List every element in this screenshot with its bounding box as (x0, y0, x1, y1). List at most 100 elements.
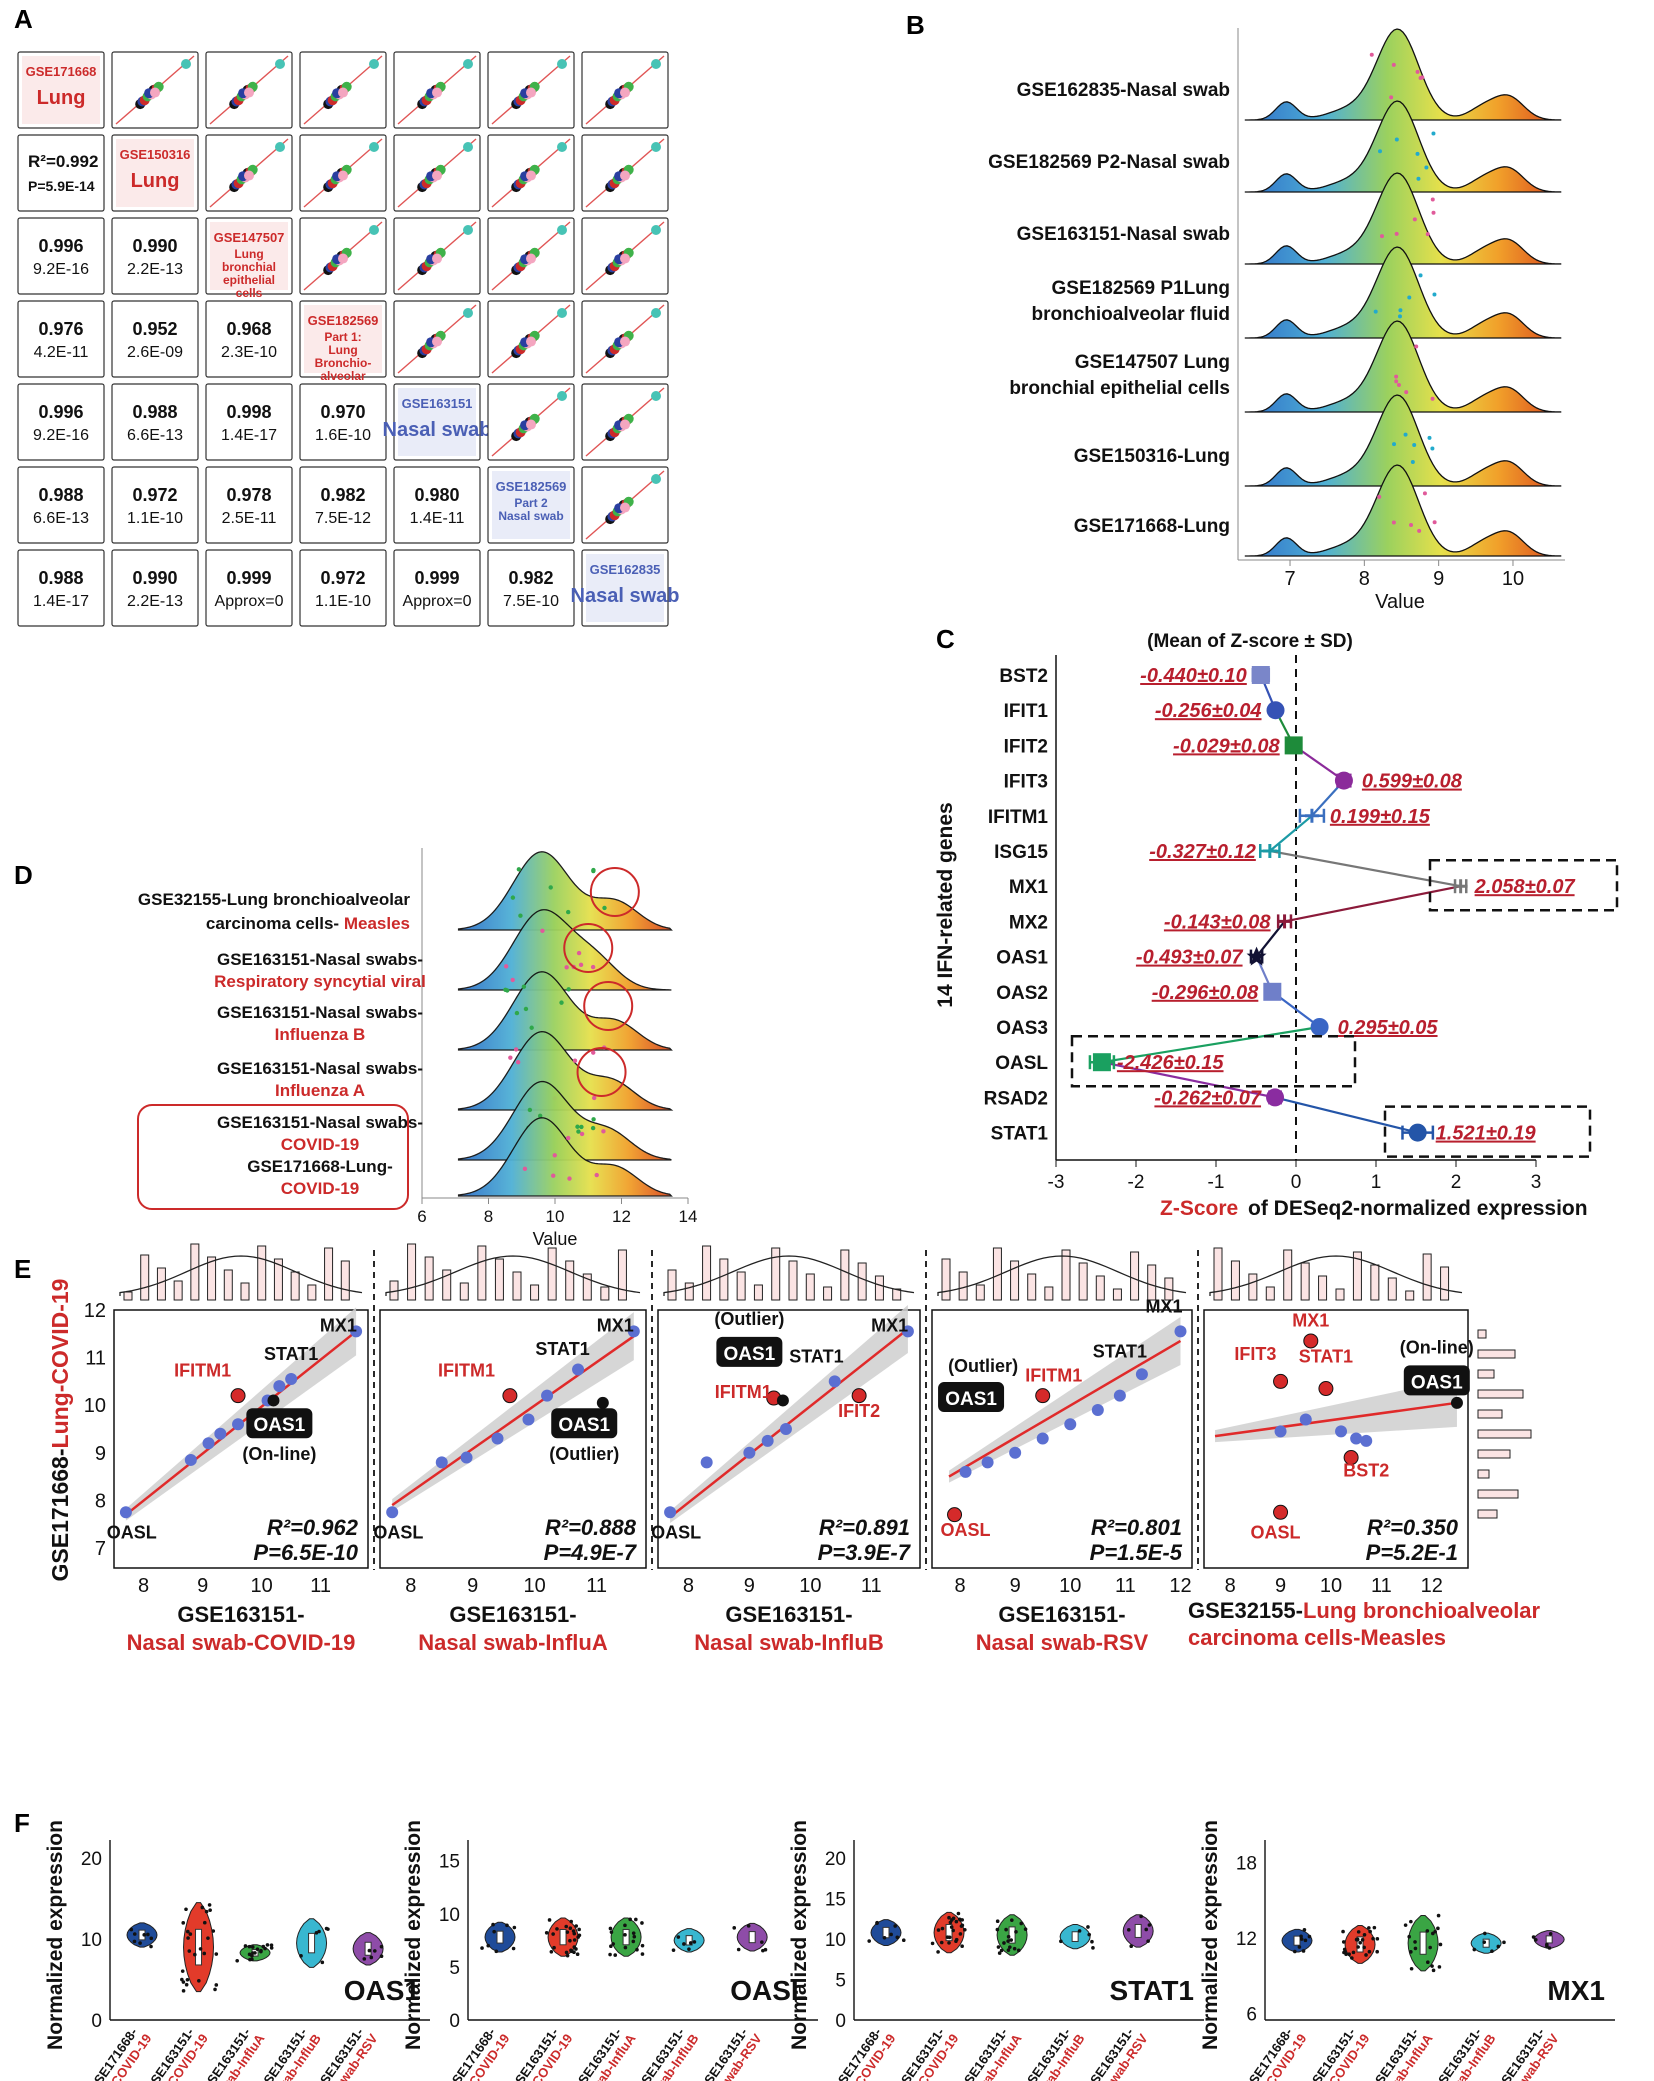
gene-label: MX1 (1009, 877, 1049, 898)
highlight-box (1428, 858, 1619, 912)
scatter-point (369, 59, 379, 69)
scatter-point (273, 1380, 286, 1393)
p-value: 6.6E-13 (33, 510, 89, 527)
violin-box (1071, 1931, 1079, 1942)
gene-marker (1246, 946, 1267, 966)
dataset-description-line: cells (236, 286, 263, 300)
violin-point (549, 1949, 554, 1954)
violin-point (480, 1946, 484, 1950)
violin-point (373, 1949, 377, 1953)
ridge-row-label: GSE171668-Lung (1074, 516, 1230, 537)
matrix-cell (299, 383, 387, 461)
gene-marker (1092, 1053, 1111, 1072)
p-value: 7.5E-10 (503, 593, 559, 610)
violin-point (623, 1945, 628, 1950)
x-tick-label: -3 (1048, 1172, 1065, 1193)
ridge-point (559, 1000, 564, 1005)
violin-point (635, 1947, 639, 1952)
violin-point (1482, 1940, 1487, 1944)
ridge-point (1373, 309, 1378, 314)
chart-title: (Mean of Z-score ± SD) (1147, 631, 1353, 652)
histogram-bar (156, 1267, 166, 1301)
y-tick-label: 11 (85, 1348, 106, 1370)
violin-point (1090, 1939, 1094, 1944)
histogram-bar (1300, 1262, 1310, 1301)
oas1-tag-label: OAS1 (945, 1389, 997, 1410)
gene-label: STAT1 (991, 1124, 1049, 1145)
highlight-point (230, 1388, 246, 1404)
violin-point (1077, 1929, 1082, 1933)
p-value: Approx=0 (215, 593, 284, 610)
histogram-bar (1230, 1260, 1240, 1301)
violin-point (265, 1943, 270, 1947)
matrix-cell (111, 466, 199, 544)
dataset-description-line: Lung (234, 247, 263, 261)
connector-line (1101, 1061, 1276, 1099)
highlight-circle (563, 923, 614, 973)
ridge-point (518, 913, 523, 918)
ridge-row-label: GSE147507 Lung (1075, 352, 1230, 373)
x-tick-label: 12 (1169, 1575, 1191, 1597)
scatter-point (1113, 1389, 1126, 1402)
violin-point (1299, 1937, 1304, 1941)
violin-point (1002, 1941, 1006, 1945)
scatter-point (369, 142, 379, 152)
panel-label-a: A (14, 4, 33, 34)
ridge-point (503, 964, 509, 969)
scatter-point (1350, 1432, 1363, 1445)
histogram-bar (407, 1243, 417, 1301)
violin-point (1019, 1921, 1024, 1926)
p-value: 1.4E-17 (33, 593, 89, 610)
ridge-row-label: GSE163151-Nasal swabs- (217, 1003, 423, 1022)
violin-point (746, 1924, 751, 1928)
violin-point (181, 1980, 186, 1984)
x-tick-label: 6 (417, 1207, 426, 1226)
y-tick-label: 0 (91, 2011, 102, 2032)
violin-point (362, 1957, 367, 1961)
gene-marker (1334, 771, 1353, 790)
violin-point (608, 1952, 612, 1957)
scatter-point (526, 336, 536, 347)
matrix-cell (17, 549, 105, 627)
oas1-point (267, 1394, 280, 1407)
diagonal-cell-bg (22, 56, 100, 124)
ridge-point (1407, 295, 1412, 300)
violin-point (682, 1942, 686, 1946)
y-axis-label: 14 IFN-related genes (934, 802, 957, 1007)
violin-point (197, 1978, 201, 1983)
covid-group-box (137, 1104, 409, 1210)
gene-annotation: MX1 (1145, 1296, 1182, 1316)
x-tick-label: 11 (1371, 1575, 1392, 1597)
gene-annotation: OASL (941, 1520, 991, 1540)
violin-box (364, 1941, 372, 1956)
ridge-point (513, 1047, 519, 1052)
r2-value: 0.980 (414, 485, 459, 505)
gene-annotation: IFIT3 (1234, 1344, 1276, 1364)
histogram-bar (1044, 1286, 1054, 1301)
regression-line (391, 1335, 635, 1507)
gene-label: IFIT2 (1004, 736, 1048, 757)
violin-point (1403, 1923, 1408, 1927)
violin-point (1367, 1926, 1371, 1930)
r2-value: 0.998 (226, 402, 271, 422)
violin-point (202, 1920, 207, 1925)
x-tick-label: 11 (1115, 1575, 1136, 1597)
gene-marker (1453, 879, 1468, 894)
violin-point (200, 1905, 205, 1910)
histogram-bar (1477, 1489, 1519, 1499)
histogram-bar (1477, 1429, 1532, 1439)
oas1-tag-label: OAS1 (1411, 1372, 1463, 1393)
oas1-status: (Outlier) (948, 1356, 1018, 1376)
violin-point (185, 1977, 190, 1982)
histogram-bar (547, 1247, 557, 1301)
density-curve (385, 1255, 641, 1296)
violin-point (251, 1951, 255, 1955)
highlight-point (1303, 1333, 1319, 1349)
mean-sd-label: -0.327±0.12 (1149, 841, 1256, 863)
matrix-cell (17, 134, 105, 212)
violin-point (1431, 1931, 1435, 1936)
r2-value: R²=0.888 (545, 1515, 637, 1540)
scatter-point (350, 1325, 363, 1338)
diagonal-cell-bg (210, 222, 288, 290)
violin-box (685, 1935, 693, 1946)
